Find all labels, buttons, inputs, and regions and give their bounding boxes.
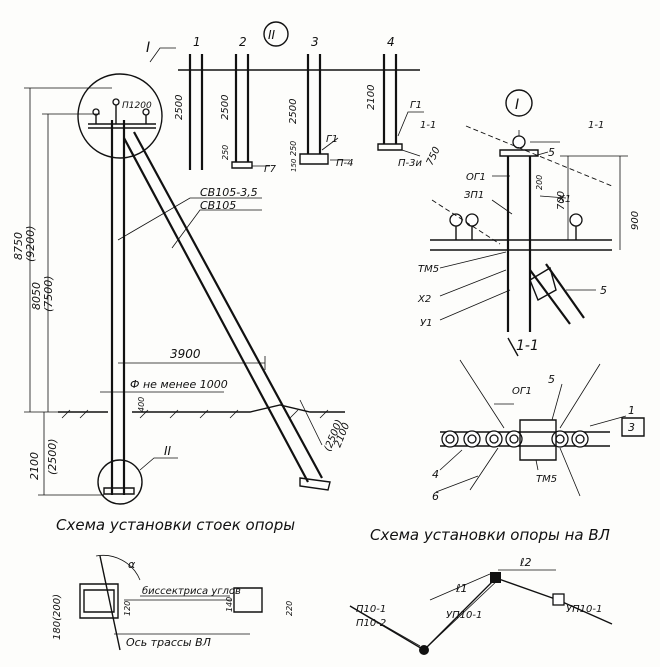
svg-text:(9200): (9200): [24, 225, 37, 262]
svg-text:Х2: Х2: [417, 294, 431, 305]
insulators: [95, 104, 147, 124]
label-bisector: биссектриса углов: [142, 585, 241, 597]
crossarm: [88, 123, 156, 129]
svg-text:3: 3: [311, 35, 319, 49]
caption-right: Схема установки опоры на ВЛ: [370, 526, 610, 544]
svg-text:ТМ5: ТМ5: [418, 264, 439, 275]
dim-line-8050: [42, 113, 100, 412]
svg-text:I: I: [515, 97, 519, 113]
svg-text:П10-2: П10-2: [356, 618, 386, 629]
svg-text:750: 750: [425, 145, 443, 167]
ground-line: [58, 404, 345, 413]
svg-text:700: 700: [556, 191, 567, 210]
svg-text:5: 5: [548, 146, 555, 159]
label-p1200: П1200: [122, 101, 152, 111]
label-route-axis: Ось трассы ВЛ: [126, 636, 211, 649]
plan-axis: [99, 555, 121, 651]
svg-text:1: 1: [628, 404, 635, 417]
pole-base: [103, 487, 135, 495]
svg-text:120: 120: [123, 601, 132, 616]
svg-text:400: 400: [137, 397, 146, 412]
label-roman-1: I: [146, 40, 150, 56]
detail-pole: [506, 156, 532, 332]
caption-left: Схема установки стоек опоры: [56, 516, 295, 534]
svg-text:1-1: 1-1: [588, 120, 604, 131]
svg-text:2500: 2500: [288, 99, 299, 124]
svg-text:900: 900: [630, 211, 641, 230]
svg-text:5: 5: [600, 284, 607, 297]
svg-text:У1: У1: [420, 318, 432, 329]
svg-text:1: 1: [193, 35, 201, 49]
ground-hatch: [61, 409, 329, 419]
svg-text:6: 6: [432, 490, 439, 503]
svg-text:1-1: 1-1: [420, 120, 436, 131]
svg-text:4: 4: [387, 35, 395, 49]
svg-text:ОГ1: ОГ1: [466, 172, 486, 183]
svg-text:3900: 3900: [170, 347, 201, 361]
svg-text:250: 250: [289, 141, 298, 156]
svg-text:2500: 2500: [174, 95, 185, 120]
svg-text:150: 150: [290, 158, 298, 172]
strut-base: [299, 477, 331, 491]
detail-circle-2: [97, 459, 143, 505]
svg-text:200: 200: [535, 175, 544, 190]
svg-text:(2500): (2500): [46, 438, 59, 475]
svg-text:Г1: Г1: [410, 100, 422, 111]
label-sv105-35: СВ105-3,5: [200, 186, 258, 199]
svg-text:П10-1: П10-1: [356, 604, 386, 615]
svg-text:ℓ1: ℓ1: [455, 582, 468, 595]
svg-text:2100: 2100: [28, 452, 41, 480]
svg-text:II: II: [268, 28, 276, 42]
svg-text:ОГ1: ОГ1: [512, 386, 532, 397]
svg-text:140: 140: [225, 597, 234, 612]
svg-text:УП10-1: УП10-1: [566, 604, 602, 615]
svg-text:5: 5: [548, 373, 555, 386]
svg-text:3: 3: [628, 421, 635, 434]
svg-text:180(200): 180(200): [52, 594, 63, 640]
svg-text:α: α: [128, 558, 136, 571]
dim-line-3900: [118, 356, 266, 370]
svg-text:4: 4: [432, 468, 439, 481]
label-sv105: СВ105: [200, 199, 236, 212]
detail-crossarm: [430, 239, 612, 251]
svg-text:П-4: П-4: [336, 158, 354, 169]
svg-text:УП10-1: УП10-1: [446, 610, 482, 621]
label-phi: Ф не менее 1000: [130, 378, 228, 391]
svg-text:(7500): (7500): [42, 275, 55, 312]
svg-text:8050: 8050: [30, 282, 43, 310]
label-roman-2-small: II: [164, 444, 172, 458]
svg-text:П-3и: П-3и: [398, 158, 422, 169]
svg-text:2100: 2100: [366, 85, 377, 110]
svg-text:2500: 2500: [220, 95, 231, 120]
svg-text:ЗП1: ЗП1: [464, 190, 484, 201]
svg-text:250: 250: [221, 145, 230, 160]
svg-text:Г1: Г1: [326, 134, 338, 145]
detail-marker-1: [505, 89, 533, 117]
svg-text:ℓ2: ℓ2: [519, 556, 532, 569]
svg-text:8750: 8750: [12, 232, 25, 260]
svg-text:Г7: Г7: [264, 164, 277, 175]
svg-text:220: 220: [285, 601, 294, 616]
detail-marker-2: [263, 21, 289, 47]
strut-pole: [123, 131, 323, 483]
label-section-1-1: 1-1: [516, 338, 539, 354]
detail-circle-1: [77, 73, 163, 159]
main-pole: [110, 120, 126, 495]
svg-text:ТМ5: ТМ5: [536, 474, 557, 485]
svg-text:2: 2: [239, 35, 247, 49]
dim-line-8750: [24, 87, 112, 413]
svg-text:Х1: Х1: [557, 194, 571, 205]
